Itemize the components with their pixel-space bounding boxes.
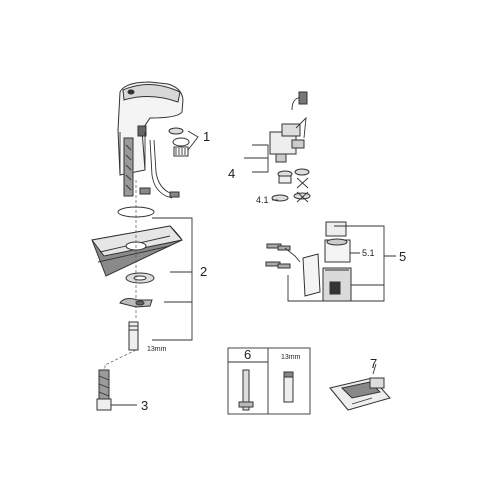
tool-box <box>227 347 311 415</box>
callout-1: 1 <box>203 129 210 144</box>
callout-2-leaders <box>164 271 192 303</box>
callout-3: 3 <box>141 398 148 413</box>
washer-hole <box>133 275 147 281</box>
callout-4-1: 4.1 <box>256 195 269 205</box>
callout-5: 5 <box>399 249 406 264</box>
wall-plugs-screws <box>265 243 301 269</box>
wrench-size-box: 13mm <box>281 354 301 361</box>
wrench-size-main: 13mm <box>147 346 167 353</box>
aerator-set <box>168 127 199 157</box>
connection-hose <box>96 369 137 411</box>
faucet-body <box>117 81 184 176</box>
callout-4: 4 <box>228 166 235 181</box>
faucet-hoses <box>123 137 180 199</box>
threaded-rod <box>128 321 139 351</box>
callout-5-1: 5.1 <box>362 248 375 258</box>
battery-housing <box>302 221 352 302</box>
remote-control <box>329 363 391 411</box>
solenoid-valve <box>269 91 308 163</box>
clamp-nut <box>135 300 145 306</box>
callout-4-bracket <box>244 144 269 173</box>
callout-2: 2 <box>200 264 207 279</box>
countertop-section <box>91 225 183 277</box>
callout-5-bracket <box>287 225 385 302</box>
callout-5-leaders <box>350 252 396 286</box>
callout-6: 6 <box>244 347 251 362</box>
valve-nuts <box>271 168 311 203</box>
callout-7: 7 <box>370 356 377 371</box>
callout-2-bracket <box>152 217 193 341</box>
hose-centerline <box>104 349 137 380</box>
